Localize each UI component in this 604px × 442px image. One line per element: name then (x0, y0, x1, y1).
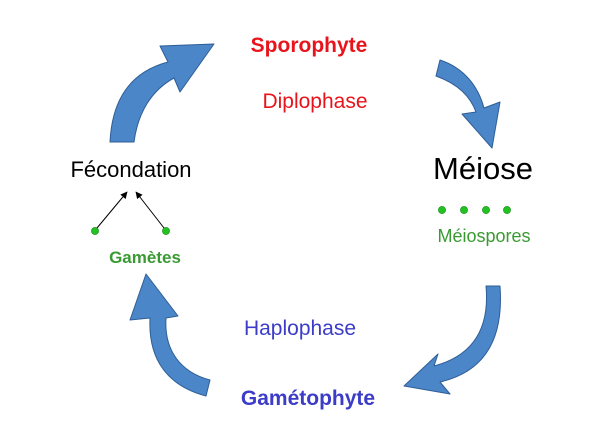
haplophase-label: Haplophase (244, 317, 356, 340)
gametes-label: Gamètes (109, 248, 181, 267)
curved-arrow-icon-bottom-left (129, 273, 211, 397)
fusion-arrow-icon-right (135, 191, 165, 229)
curved-arrow-icon-top-right (435, 59, 501, 149)
fusion-arrow-icon-left (96, 191, 128, 229)
meiospore-dot-icon-4 (503, 206, 511, 214)
gamete-dot-icon-left (91, 227, 99, 235)
sporophyte-label: Sporophyte (251, 34, 368, 57)
gamete-dot-icon-right (162, 227, 170, 235)
gametophyte-label: Gamétophyte (241, 387, 375, 410)
meiospore-dot-icon-1 (438, 206, 446, 214)
curved-arrow-icon-bottom-right (403, 285, 501, 395)
fecondation-label: Fécondation (70, 157, 191, 182)
meiospore-dot-icon-2 (460, 206, 468, 214)
meiospores-label: Méiospores (437, 226, 530, 246)
diplophase-label: Diplophase (262, 90, 367, 113)
meiose-label: Méiose (433, 151, 533, 186)
meiospore-dot-icon-3 (482, 206, 490, 214)
curved-arrow-icon-top-left (109, 43, 215, 143)
